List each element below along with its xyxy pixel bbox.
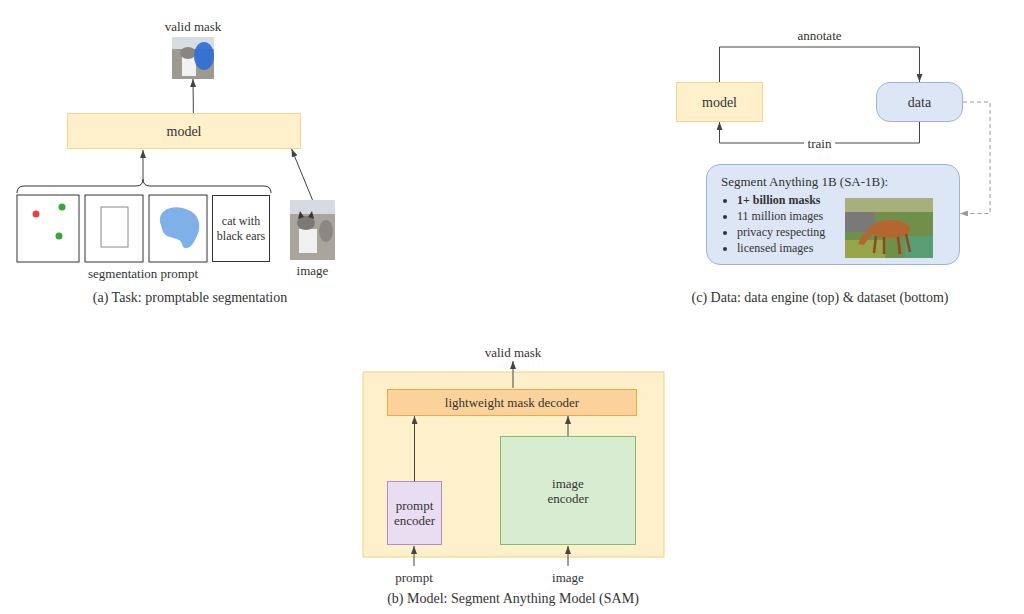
mask-prompt-box <box>149 195 207 262</box>
box-label: model <box>167 124 202 139</box>
bullet-list: 1+ billion masks11 million imagesprivacy… <box>721 192 825 256</box>
connector-arrow <box>568 416 569 436</box>
dashed-arrow <box>960 102 990 213</box>
photo-cat <box>319 220 333 242</box>
prompt-brace <box>17 179 271 193</box>
input-image: image <box>290 200 335 260</box>
photo-background <box>172 37 214 79</box>
decoder-box: lightweight mask decoder <box>387 389 637 416</box>
model-box: model <box>67 113 301 149</box>
edge-label: annotate <box>793 28 845 43</box>
connector-arrow <box>720 47 920 82</box>
output-label: valid mask <box>485 345 542 360</box>
sam-model-frame <box>363 372 664 557</box>
photo-window <box>290 200 335 214</box>
positive-point <box>56 233 63 240</box>
image-caption: valid mask <box>165 19 222 34</box>
model-box: model <box>676 82 763 122</box>
box-prompt-box <box>85 195 143 262</box>
negative-point <box>33 211 40 218</box>
edge-label: train <box>804 136 836 151</box>
panel-caption: (a) Task: promptable segmentation <box>93 290 287 305</box>
connector-arrow <box>193 79 194 113</box>
mask-overlay <box>194 42 214 70</box>
box-label: lightweight mask decoder <box>445 395 579 410</box>
data-box: data <box>876 82 963 122</box>
connector-arrow <box>292 149 313 200</box>
point-prompt-box <box>17 195 79 262</box>
panel-caption: (c) Data: data engine (top) & dataset (b… <box>692 290 949 305</box>
photo-window <box>172 37 214 49</box>
dataset-title: Segment Anything 1B (SA-1B): <box>721 174 888 189</box>
dataset-box: Segment Anything 1B (SA-1B): 1+ billion m… <box>706 164 960 265</box>
box-label: image encoder <box>538 476 598 506</box>
input-label: prompt <box>395 570 433 585</box>
bullet-item: 11 million images <box>737 208 825 224</box>
mask-photo <box>172 37 214 79</box>
box-label: model <box>702 95 737 110</box>
image-caption: image <box>297 263 329 278</box>
encoder-box: prompt encoder <box>387 481 442 545</box>
photo-cup <box>299 229 317 253</box>
prompt-arrow <box>143 150 144 179</box>
photo-cup <box>182 56 196 76</box>
photo-background <box>290 200 335 260</box>
encoder-box: image encoder <box>500 436 636 545</box>
connector-layer <box>193 47 990 481</box>
mask-prompt-blob <box>160 207 199 248</box>
bullet-item: privacy respecting <box>737 224 825 240</box>
output-mask-image: valid mask <box>172 37 214 79</box>
output-arrow <box>513 361 514 388</box>
panel-caption: (b) Model: Segment Anything Model (SAM) <box>387 591 639 606</box>
group-label: segmentation prompt <box>88 266 198 281</box>
input-label: image <box>552 570 584 585</box>
input-arrow <box>568 546 569 566</box>
photo-cat <box>180 47 196 59</box>
box-label: cat with black ears <box>215 214 267 244</box>
text-prompt-box: cat with black ears <box>212 195 270 262</box>
input-arrow <box>414 546 415 566</box>
photo-cat <box>297 216 315 230</box>
bullet-item: 1+ billion masks <box>737 192 825 208</box>
box-prompt <box>101 207 128 247</box>
box-label: data <box>908 95 931 110</box>
bullet-item: licensed images <box>737 240 825 256</box>
positive-point <box>59 204 66 211</box>
connector-arrow <box>414 416 415 481</box>
cat-ears <box>298 211 314 219</box>
input-photo <box>290 200 335 260</box>
box-label: prompt encoder <box>391 498 438 528</box>
